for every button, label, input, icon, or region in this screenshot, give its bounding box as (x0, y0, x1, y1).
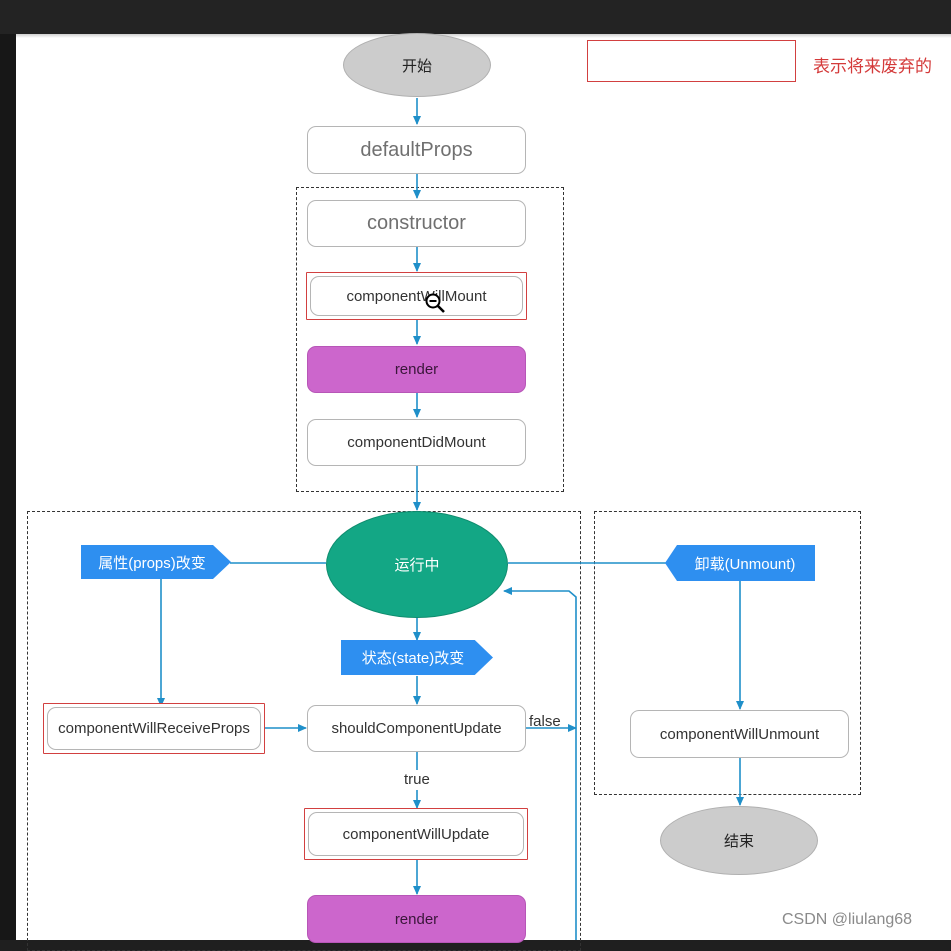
componentwillunmount-node: componentWillUnmount (630, 710, 849, 758)
componentwillupdate-node: componentWillUpdate (304, 808, 528, 860)
legend-text: 表示将来废弃的 (813, 57, 932, 77)
componentwillreceiveprops-label: componentWillReceiveProps (47, 707, 261, 750)
props-change-tag: 属性(props)改变 (81, 545, 231, 579)
legend-deprecated-swatch (587, 40, 796, 82)
diagram-canvas (16, 34, 951, 940)
state-change-tag: 状态(state)改变 (341, 640, 493, 675)
window-top-bar (0, 0, 951, 34)
shouldcomponentupdate-node: shouldComponentUpdate (307, 705, 526, 752)
start-node: 开始 (343, 33, 491, 97)
false-label: false (529, 713, 561, 730)
componentwillupdate-label: componentWillUpdate (308, 812, 524, 856)
defaultprops-node: defaultProps (307, 126, 526, 174)
constructor-node: constructor (307, 200, 526, 247)
componentwillreceiveprops-node: componentWillReceiveProps (43, 703, 265, 754)
unmount-tag: 卸载(Unmount) (665, 545, 815, 581)
end-node: 结束 (660, 806, 818, 875)
zoom-out-cursor-icon (425, 293, 445, 313)
running-node: 运行中 (326, 511, 508, 618)
componentwillmount-label: componentWillMount (310, 276, 523, 316)
watermark: CSDN @liulang68 (782, 911, 913, 928)
window-left-edge (0, 34, 16, 940)
canvas-top-shadow (16, 34, 951, 38)
update-render-node: render (307, 895, 526, 943)
componentdidmount-node: componentDidMount (307, 419, 526, 466)
unmount-group-frame (594, 511, 861, 795)
true-label: true (404, 771, 430, 788)
mount-render-node: render (307, 346, 526, 393)
componentwillmount-node: componentWillMount (306, 272, 527, 320)
mount-group-frame (296, 187, 564, 492)
